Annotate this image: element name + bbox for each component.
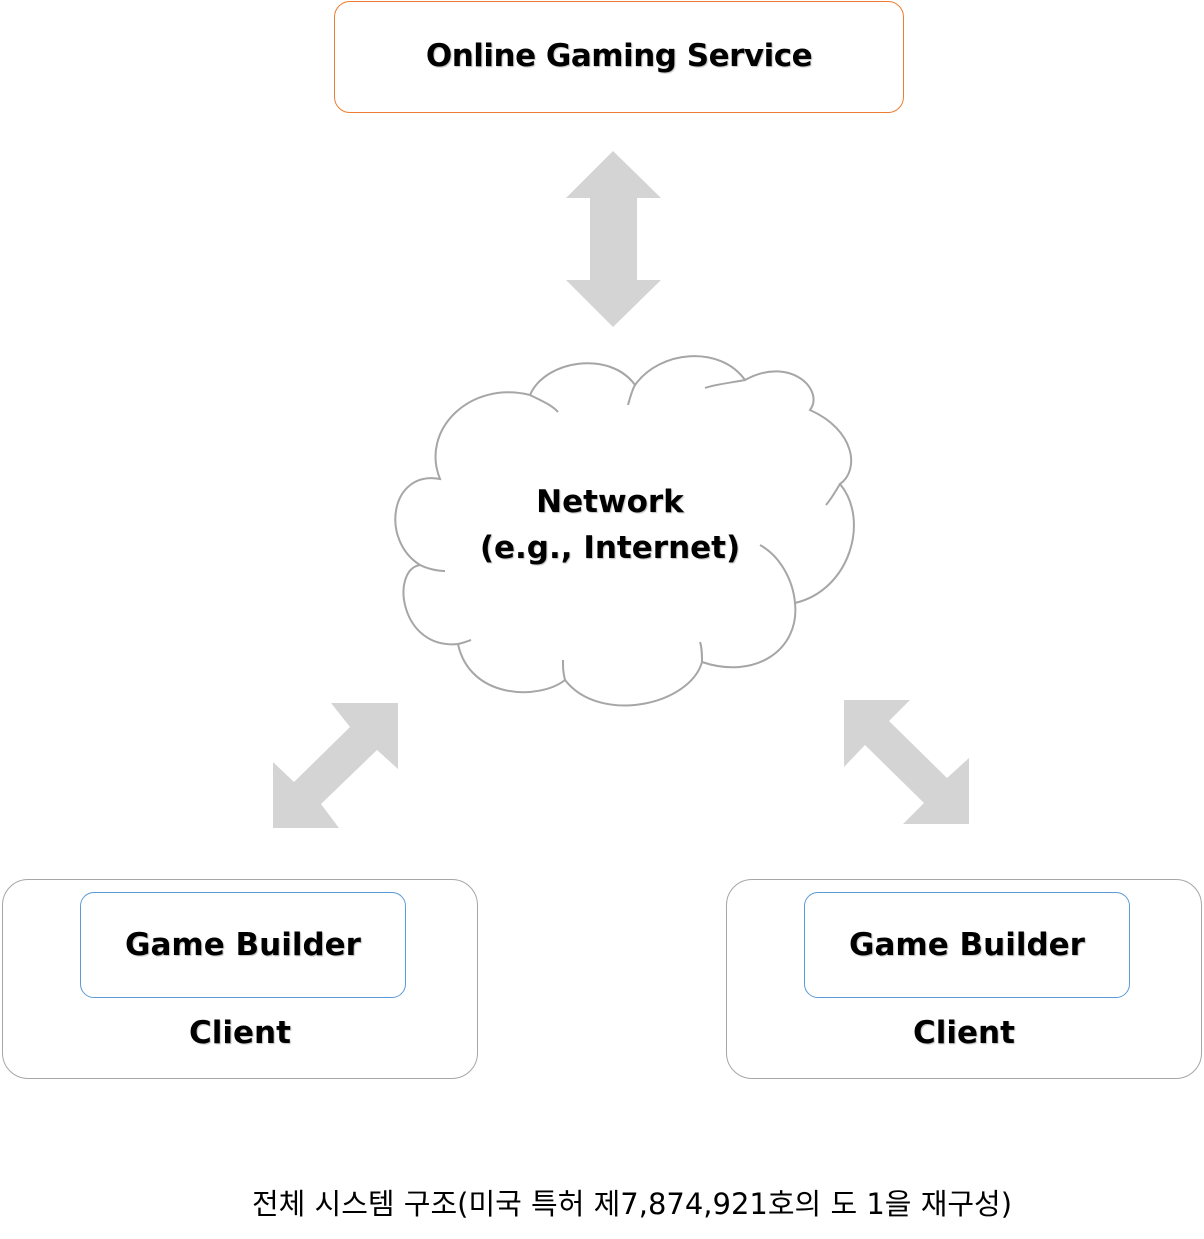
cloud-detail <box>759 544 796 604</box>
game-builder-label-left: Game Builder <box>125 927 361 963</box>
cloud-detail <box>825 483 841 506</box>
game-builder-label-right: Game Builder <box>849 927 1085 963</box>
network-example-label: (e.g., Internet) <box>479 530 741 566</box>
cloud-detail <box>457 639 472 645</box>
game-builder-box-left <box>80 892 406 998</box>
game-builder-box-right <box>804 892 1130 998</box>
online-gaming-service-box <box>334 1 904 113</box>
network-label: Network <box>536 484 684 520</box>
left-client-network-arrow <box>273 703 398 828</box>
cloud-detail <box>529 394 559 413</box>
cloud-detail <box>704 379 746 389</box>
cloud-detail <box>419 564 446 572</box>
client-label-right: Client <box>913 1015 1015 1051</box>
network-cloud <box>394 355 855 707</box>
cloud-detail <box>627 384 636 406</box>
service-network-arrow <box>566 151 661 327</box>
service-label: Online Gaming Service <box>425 38 813 74</box>
cloud-detail <box>562 659 566 681</box>
figure-caption: 전체 시스템 구조(미국 특허 제7,874,921호의 도 1을 재구성) <box>251 1187 1013 1221</box>
right-client-network-arrow <box>844 700 969 824</box>
client-label-left: Client <box>189 1015 291 1051</box>
cloud-detail <box>699 641 703 663</box>
